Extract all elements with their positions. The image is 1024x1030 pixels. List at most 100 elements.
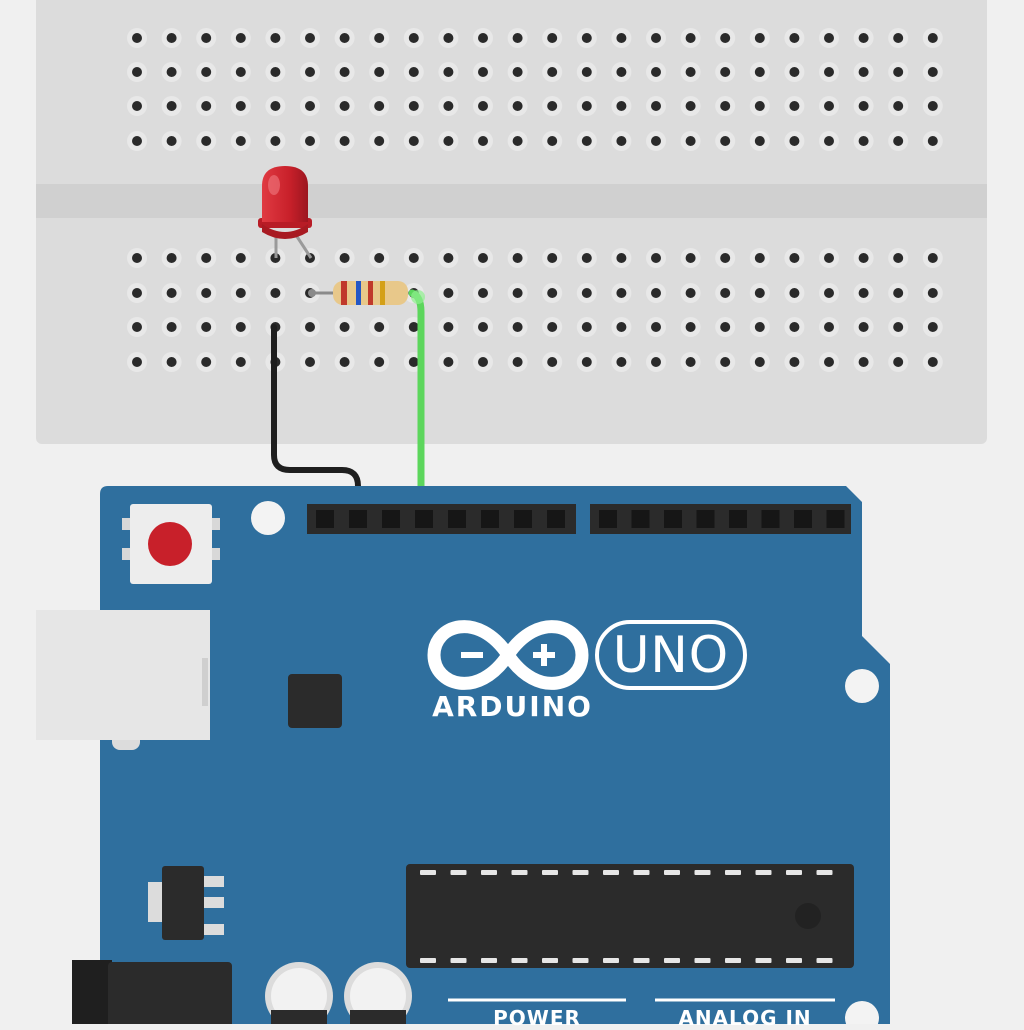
breadboard-hole[interactable] (651, 357, 661, 367)
breadboard-hole[interactable] (201, 288, 212, 298)
breadboard-hole[interactable] (201, 253, 212, 263)
breadboard-hole[interactable] (201, 101, 212, 111)
breadboard-hole[interactable] (166, 67, 177, 77)
header-pin[interactable] (761, 510, 780, 528)
breadboard-hole[interactable] (270, 288, 281, 298)
header-pin[interactable] (631, 510, 650, 528)
breadboard-hole[interactable] (374, 253, 385, 263)
breadboard-hole[interactable] (443, 288, 454, 298)
breadboard-hole[interactable] (166, 101, 177, 111)
breadboard-hole[interactable] (235, 288, 246, 298)
breadboard-hole[interactable] (789, 136, 800, 146)
breadboard-hole[interactable] (132, 101, 142, 111)
breadboard-hole[interactable] (235, 253, 246, 263)
breadboard-hole[interactable] (824, 288, 834, 298)
breadboard-hole[interactable] (651, 288, 661, 298)
breadboard-hole[interactable] (235, 67, 246, 77)
breadboard-hole[interactable] (789, 322, 800, 332)
breadboard-hole[interactable] (754, 33, 765, 43)
breadboard-hole[interactable] (478, 67, 488, 77)
breadboard-hole[interactable] (720, 101, 731, 111)
breadboard-hole[interactable] (824, 67, 834, 77)
breadboard-hole[interactable] (270, 101, 281, 111)
breadboard-hole[interactable] (720, 33, 731, 43)
breadboard-hole[interactable] (305, 357, 315, 367)
breadboard-hole[interactable] (547, 322, 558, 332)
breadboard-hole[interactable] (235, 33, 246, 43)
breadboard-hole[interactable] (893, 322, 904, 332)
breadboard-hole[interactable] (824, 101, 834, 111)
breadboard-hole[interactable] (512, 136, 523, 146)
breadboard-hole[interactable] (581, 33, 592, 43)
breadboard-hole[interactable] (754, 136, 765, 146)
red-led-icon[interactable] (258, 166, 313, 259)
breadboard-hole[interactable] (201, 33, 212, 43)
breadboard-hole[interactable] (858, 101, 869, 111)
breadboard-hole[interactable] (927, 357, 938, 367)
breadboard-hole[interactable] (616, 357, 627, 367)
breadboard-hole[interactable] (339, 67, 350, 77)
breadboard-hole[interactable] (893, 288, 904, 298)
breadboard-hole[interactable] (408, 101, 419, 111)
header-pin[interactable] (547, 510, 565, 528)
breadboard-hole[interactable] (858, 253, 869, 263)
breadboard-hole[interactable] (478, 253, 488, 263)
breadboard-hole[interactable] (685, 67, 696, 77)
black-wire[interactable] (271, 324, 361, 521)
breadboard-hole[interactable] (754, 253, 765, 263)
breadboard-hole[interactable] (927, 288, 938, 298)
breadboard-hole[interactable] (754, 288, 765, 298)
breadboard-hole[interactable] (927, 101, 938, 111)
breadboard-hole[interactable] (685, 253, 696, 263)
digital-header-right[interactable] (590, 504, 851, 534)
breadboard-hole[interactable] (651, 136, 661, 146)
breadboard-hole[interactable] (408, 357, 419, 367)
breadboard-hole[interactable] (339, 101, 350, 111)
breadboard-hole[interactable] (132, 67, 142, 77)
breadboard-hole[interactable] (927, 253, 938, 263)
breadboard-hole[interactable] (547, 67, 558, 77)
breadboard-hole[interactable] (754, 67, 765, 77)
header-pin[interactable] (349, 510, 367, 528)
breadboard-hole[interactable] (651, 101, 661, 111)
breadboard-hole[interactable] (166, 253, 177, 263)
breadboard-hole[interactable] (547, 33, 558, 43)
breadboard-hole[interactable] (512, 253, 523, 263)
breadboard-hole[interactable] (858, 136, 869, 146)
breadboard-hole[interactable] (235, 136, 246, 146)
breadboard-hole[interactable] (408, 322, 419, 332)
breadboard[interactable] (36, 0, 987, 444)
breadboard-hole[interactable] (374, 33, 385, 43)
breadboard-hole[interactable] (339, 357, 350, 367)
breadboard-hole[interactable] (927, 322, 938, 332)
digital-header-left[interactable] (307, 504, 576, 534)
breadboard-hole[interactable] (339, 322, 350, 332)
breadboard-hole[interactable] (478, 357, 488, 367)
breadboard-hole[interactable] (166, 357, 177, 367)
breadboard-hole[interactable] (201, 67, 212, 77)
breadboard-hole[interactable] (893, 253, 904, 263)
breadboard-hole[interactable] (443, 357, 454, 367)
breadboard-hole[interactable] (132, 136, 142, 146)
breadboard-hole[interactable] (443, 136, 454, 146)
breadboard-hole[interactable] (893, 101, 904, 111)
breadboard-hole[interactable] (685, 357, 696, 367)
breadboard-hole[interactable] (512, 288, 523, 298)
breadboard-hole[interactable] (408, 67, 419, 77)
breadboard-hole[interactable] (824, 322, 834, 332)
breadboard-hole[interactable] (443, 67, 454, 77)
breadboard-hole[interactable] (374, 101, 385, 111)
breadboard-hole[interactable] (651, 33, 661, 43)
header-pin[interactable] (448, 510, 466, 528)
breadboard-hole[interactable] (547, 357, 558, 367)
breadboard-hole[interactable] (927, 67, 938, 77)
header-pin[interactable] (382, 510, 400, 528)
breadboard-hole[interactable] (512, 33, 523, 43)
breadboard-hole[interactable] (685, 322, 696, 332)
breadboard-hole[interactable] (720, 253, 731, 263)
breadboard-hole[interactable] (374, 136, 385, 146)
breadboard-hole[interactable] (270, 33, 281, 43)
breadboard-hole[interactable] (581, 101, 592, 111)
breadboard-hole[interactable] (858, 357, 869, 367)
breadboard-hole[interactable] (443, 33, 454, 43)
